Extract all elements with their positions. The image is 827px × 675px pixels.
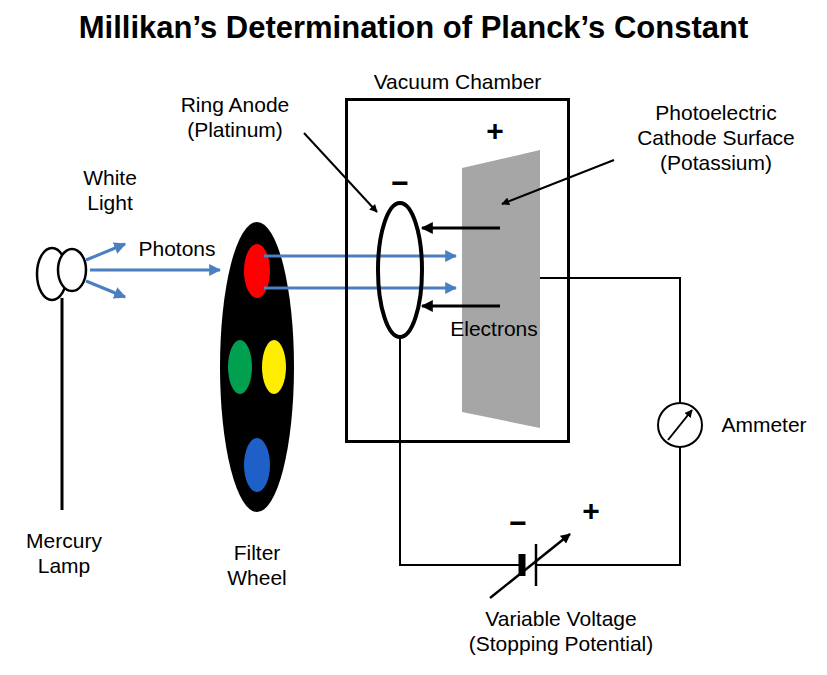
part-label: Mercury Lamp: [4, 528, 124, 578]
polarity-sign: +: [578, 496, 604, 526]
ring-anode: [378, 203, 422, 337]
yellow-filter: [262, 340, 286, 394]
polarity-sign: −: [388, 168, 412, 198]
green-filter: [228, 340, 252, 394]
wire: [540, 278, 680, 403]
ammeter-symbol: [658, 403, 702, 447]
blue-filter: [244, 438, 270, 492]
leader-line: [304, 133, 377, 212]
photon-beam: [264, 255, 456, 258]
electron-arrow: [422, 227, 500, 230]
part-label: Electrons: [438, 316, 550, 341]
part-label: Photons: [122, 236, 232, 261]
wire: [536, 447, 680, 565]
photon-arrow: [86, 244, 125, 260]
polarity-sign: +: [482, 116, 508, 146]
photon-arrow: [90, 269, 220, 272]
polarity-sign: −: [506, 508, 530, 538]
red-filter: [244, 244, 270, 298]
chamber-box: Vacuum Chamber: [345, 98, 570, 443]
part-label: Variable Voltage (Stopping Potential): [445, 606, 677, 656]
leader-line: [502, 160, 614, 204]
lamp-stem: [61, 298, 64, 510]
photon-arrow: [86, 281, 125, 297]
wire: [400, 338, 522, 565]
part-label: Ammeter: [706, 412, 822, 437]
part-label: Filter Wheel: [212, 540, 302, 590]
photon-beam: [264, 287, 456, 290]
variable-arrow: [490, 534, 570, 598]
part-label: White Light: [68, 165, 152, 215]
filter-wheel: [220, 222, 294, 512]
ammeter-needle: [668, 410, 692, 440]
box-heading: Vacuum Chamber: [374, 69, 542, 94]
electron-arrow: [422, 305, 500, 308]
part-label: Ring Anode (Platinum): [168, 92, 302, 142]
diagram-title: Millikan’s Determination of Planck’s Con…: [0, 10, 827, 46]
part-label: Photoelectric Cathode Surface (Potassium…: [620, 100, 812, 176]
battery-positive-plate: [535, 544, 538, 586]
lamp-bulb-front: [58, 249, 86, 291]
cathode-plate: [462, 150, 540, 428]
